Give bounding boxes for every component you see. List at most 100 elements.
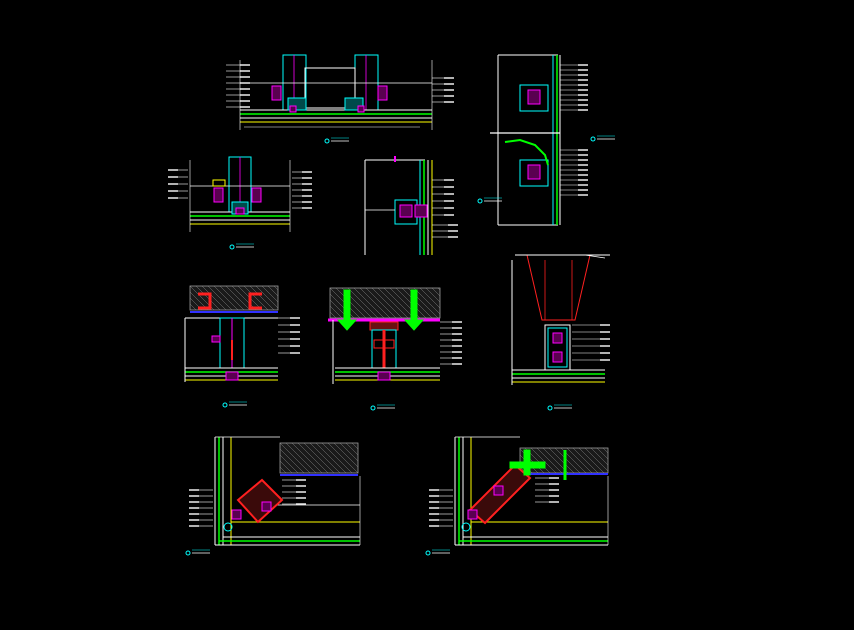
rect — [357, 105, 365, 113]
line — [596, 447, 609, 460]
rect — [544, 324, 571, 371]
line — [225, 285, 251, 311]
detail-single-mullion-plan — [168, 156, 312, 250]
line — [243, 285, 269, 311]
rect — [231, 509, 242, 520]
line — [566, 447, 593, 474]
rect — [211, 335, 221, 343]
detail-tag-marker — [425, 550, 431, 556]
rect — [261, 501, 272, 512]
detail-end-mullion-plan — [364, 156, 458, 255]
anchor-bolt-arrow — [403, 289, 425, 331]
line — [413, 287, 441, 315]
rect — [527, 164, 541, 180]
line — [584, 254, 606, 259]
line — [548, 447, 575, 474]
rect — [235, 207, 245, 215]
line — [189, 303, 197, 311]
line — [207, 285, 233, 311]
line — [285, 442, 317, 474]
rect — [552, 332, 563, 344]
line — [572, 447, 599, 474]
detail-vertical-mullion-elevation — [477, 54, 615, 226]
line — [213, 285, 239, 311]
rect — [414, 204, 428, 218]
line — [219, 285, 245, 311]
line — [255, 285, 279, 309]
detail-steel-column-section — [511, 254, 610, 411]
line — [329, 305, 343, 319]
detail-ceiling-anchor-section — [184, 285, 300, 408]
detail-tag-marker — [547, 405, 553, 411]
line — [339, 442, 359, 462]
line — [279, 442, 311, 474]
detail-embedded-anchor-section — [328, 287, 462, 411]
rect — [251, 187, 262, 203]
line — [291, 442, 323, 474]
corner-seal — [461, 522, 471, 532]
line — [347, 287, 379, 319]
line — [584, 447, 609, 472]
rect — [519, 84, 549, 112]
line — [333, 442, 359, 468]
line — [425, 287, 441, 303]
line — [279, 466, 287, 474]
detail-corner-plan-135 — [425, 436, 609, 556]
rect — [369, 321, 399, 331]
line — [602, 447, 609, 454]
detail-double-mullion-plan — [226, 54, 454, 144]
line — [309, 442, 341, 474]
line — [431, 287, 441, 297]
line — [365, 287, 397, 319]
rect — [399, 204, 413, 218]
line — [249, 285, 275, 311]
line — [261, 285, 279, 303]
line — [231, 285, 257, 311]
rect — [289, 105, 297, 113]
line — [201, 285, 227, 311]
polyline — [504, 138, 549, 166]
corner-anchor-plate — [236, 478, 284, 524]
rect — [225, 371, 239, 381]
rect — [377, 85, 388, 101]
line — [279, 448, 305, 474]
line — [437, 287, 441, 291]
polyline — [248, 292, 262, 310]
line — [554, 447, 581, 474]
line — [279, 454, 299, 474]
column-outline — [526, 254, 591, 321]
detail-tag-marker — [477, 198, 483, 204]
line — [321, 442, 353, 474]
line — [315, 442, 347, 474]
polyline — [198, 292, 212, 310]
line — [303, 442, 335, 474]
line — [327, 442, 359, 474]
anchor-bolt-arrow — [336, 289, 358, 331]
line — [536, 447, 563, 474]
detail-tag-marker — [590, 136, 596, 142]
line — [578, 447, 605, 474]
line — [195, 285, 221, 311]
line — [383, 287, 415, 319]
line — [371, 287, 403, 319]
rect — [304, 67, 356, 109]
rect — [189, 285, 279, 311]
detail-tag-marker — [222, 402, 228, 408]
line — [530, 447, 557, 474]
detail-tag-marker — [229, 244, 235, 250]
line — [345, 442, 359, 456]
line — [419, 287, 441, 309]
rect — [547, 327, 568, 368]
line — [279, 460, 293, 474]
anchor-bolt-green — [523, 449, 531, 476]
line — [297, 442, 329, 474]
rect — [212, 179, 226, 187]
line — [353, 287, 385, 319]
rect — [213, 187, 224, 203]
line — [351, 442, 359, 450]
detail-tag-marker — [185, 550, 191, 556]
line — [273, 285, 279, 291]
line — [590, 447, 609, 466]
line — [335, 287, 367, 319]
